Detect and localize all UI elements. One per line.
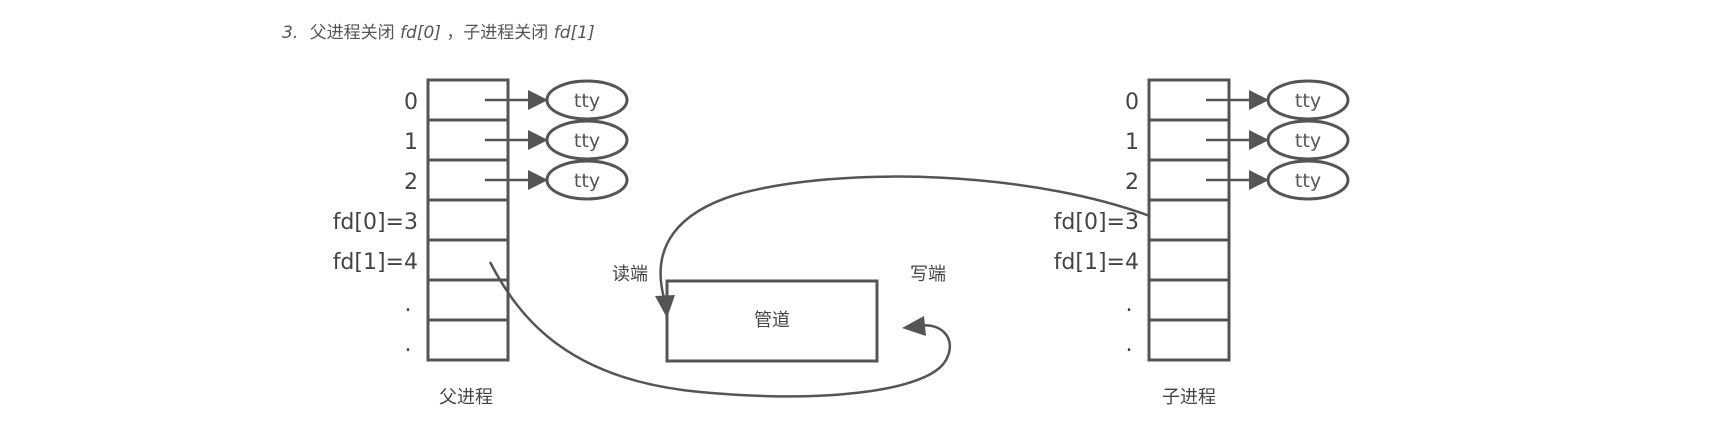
parent-tty-1 [545,119,629,161]
child-arrowhead-0 [1249,90,1269,110]
caption-text-3: ，子进程关闭 [446,23,548,43]
child-tty-label-1: tty [1295,130,1321,152]
parent-tty-label-1: tty [574,130,600,152]
parent-process-label: 父进程 [439,387,493,408]
parent-fd-cell-6 [426,318,510,362]
child-tty-2 [1266,159,1350,201]
pipe: 管道 读端 写端 [612,264,946,363]
child-fd-index-2: 2 [1125,170,1139,195]
child-tty-label-2: tty [1295,170,1321,192]
parent-process: 0 1 2 fd[0]=3 fd[1]=4 . . tty tty tty 父进… [333,78,629,408]
parent-fd-index-1: 1 [404,130,418,155]
child-tty-1 [1266,119,1350,161]
write-connection-arrowhead [902,316,926,336]
child-fd-cell-5 [1147,278,1231,322]
parent-fd-index-6: . [405,332,412,357]
child-tty-0 [1266,79,1350,121]
caption-text-2: fd[0] [400,23,441,43]
parent-fd-index-5: . [405,292,412,317]
pipe-label: 管道 [754,310,790,331]
caption-text-1: 父进程关闭 [310,23,395,43]
pipe-box [665,279,879,363]
caption-number: 3. [282,23,298,43]
write-connection-curve [488,261,952,398]
child-fd-cell-3 [1147,198,1231,242]
child-fd-index-3: fd[0]=3 [1054,210,1139,235]
parent-tty-label-0: tty [574,90,600,112]
pipe-read-end-label: 读端 [612,264,648,285]
caption-text-4: fd[1] [554,23,595,43]
child-fd-index-5: . [1126,292,1133,317]
child-process: 0 1 2 fd[0]=3 fd[1]=4 . . tty tty tty 子进… [1054,78,1350,408]
pipe-write-end-label: 写端 [910,264,946,285]
child-arrowhead-2 [1249,170,1269,190]
child-fd-index-4: fd[1]=4 [1054,250,1139,275]
read-connection-arrowhead [655,295,675,318]
child-fd-index-6: . [1126,332,1133,357]
figure-caption: 3. 父进程关闭 fd[0] ，子进程关闭 fd[1] [282,23,595,43]
child-tty-label-0: tty [1295,90,1321,112]
parent-fd-cell-5 [426,278,510,322]
parent-fd-index-3: fd[0]=3 [333,210,418,235]
parent-arrowhead-1 [528,130,548,150]
read-connection-curve [659,175,1166,299]
parent-fd-index-0: 0 [404,90,418,115]
child-process-label: 子进程 [1162,387,1216,408]
parent-fd-index-2: 2 [404,170,418,195]
parent-tty-0 [545,79,629,121]
child-fd-index-1: 1 [1125,130,1139,155]
parent-tty-label-2: tty [574,170,600,192]
child-fd-cell-6 [1147,318,1231,362]
child-fd-index-0: 0 [1125,90,1139,115]
child-arrowhead-1 [1249,130,1269,150]
parent-tty-2 [545,159,629,201]
child-fd-cell-4 [1147,238,1231,282]
parent-arrowhead-0 [528,90,548,110]
parent-arrowhead-2 [528,170,548,190]
parent-fd-cell-3 [426,198,510,242]
parent-fd-index-4: fd[1]=4 [333,250,418,275]
